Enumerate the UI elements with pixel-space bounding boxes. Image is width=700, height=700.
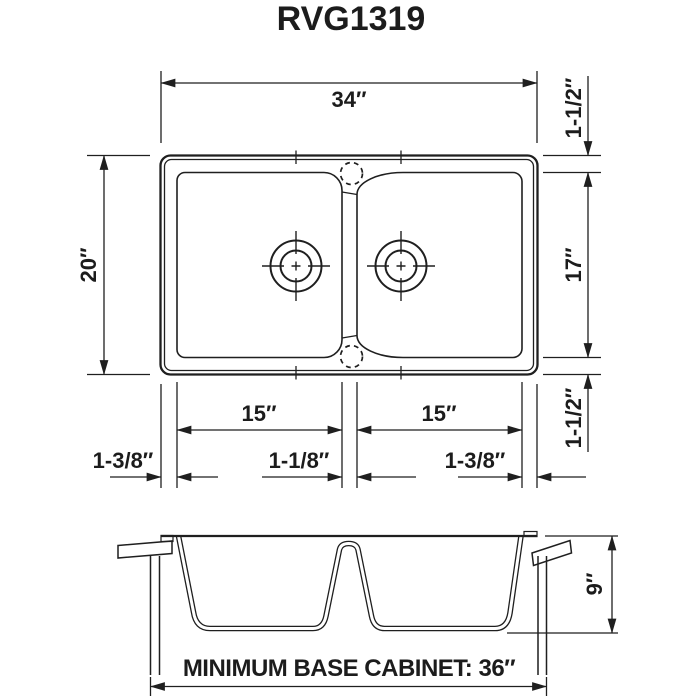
bowl-divider [341, 191, 358, 339]
dim-rim-bottom: 1-1/2″ [561, 387, 586, 448]
dim-rim-left: 1-3/8″ [93, 448, 154, 473]
top-view-dimensions: 34″ 20″ 1-1/2″ 17″ 1-1/2″ 15″ 15″ 1-3/8″… [76, 71, 601, 488]
cabinet-wall-left [149, 556, 161, 675]
dim-rim-top: 1-1/2″ [561, 77, 586, 138]
dim-bowl-depth: 9″ [582, 572, 607, 595]
left-bowl [176, 171, 343, 359]
mounting-flange-right [531, 539, 573, 567]
mounting-flange-left [117, 540, 173, 559]
sink-outer-rim [159, 154, 539, 376]
faucet-hole-top [339, 161, 364, 186]
dim-divider-width: 1-1/8″ [269, 448, 330, 473]
left-drain-centerline [262, 231, 330, 301]
dim-overall-depth: 20″ [76, 247, 101, 282]
cabinet-wall-right [537, 556, 548, 675]
bowl-section-wall [175, 535, 524, 632]
top-view [159, 150, 539, 380]
right-bowl [356, 171, 523, 359]
ext-lines-9 [507, 535, 618, 634]
right-drain-centerline [367, 231, 435, 301]
faucet-hole-bottom [339, 344, 364, 369]
ext-lines-bottom [160, 382, 538, 488]
front-view-dimensions: 9″ MINIMUM BASE CABINET: 36″ [149, 535, 618, 696]
ext-lines-right [543, 154, 601, 376]
dim-rim-right: 1-3/8″ [445, 448, 506, 473]
dim-bowl-front-back: 17″ [561, 247, 586, 282]
centerline-ticks [295, 150, 402, 380]
dim-overall-width: 34″ [331, 87, 366, 112]
left-drain [262, 231, 330, 301]
right-drain [367, 231, 435, 301]
front-view [117, 530, 573, 675]
sink-inner-rim [163, 158, 535, 372]
ext-lines-20 [87, 154, 150, 376]
drawing-title: RVG1319 [277, 0, 426, 38]
cabinet-note: MINIMUM BASE CABINET: 36″ [183, 655, 516, 682]
dim-left-bowl-width: 15″ [241, 401, 276, 426]
dim-right-bowl-width: 15″ [421, 401, 456, 426]
bowl-section-wall-core [177, 535, 523, 630]
rim-step-right [523, 530, 538, 538]
